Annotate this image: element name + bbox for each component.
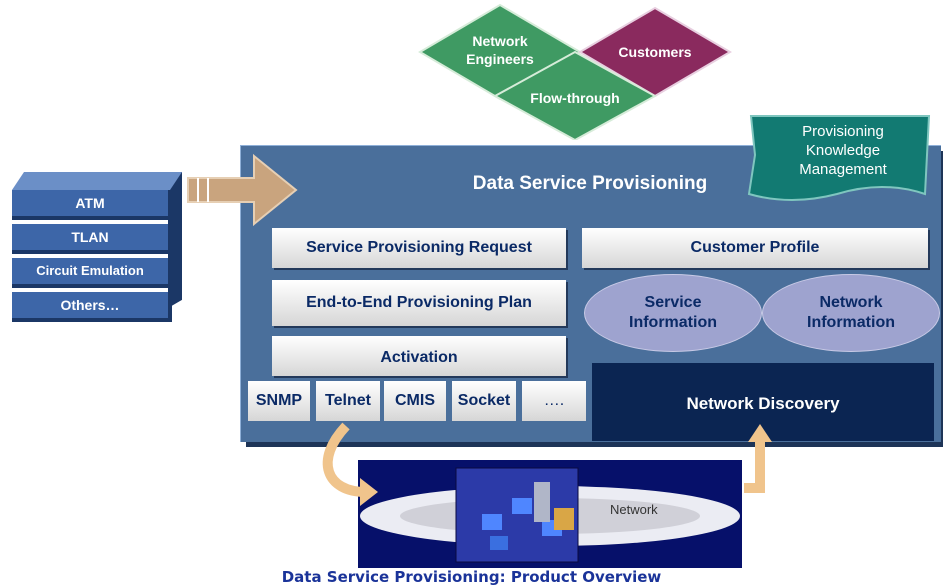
protocol-socket[interactable]: Socket [452, 381, 516, 421]
flow-arrows [322, 422, 772, 506]
protocol-more[interactable]: …. [522, 381, 586, 421]
stack-side [168, 171, 182, 308]
protocol-cmis[interactable]: CMIS [384, 381, 446, 421]
network-information-label: Network Information [807, 294, 895, 331]
stack-item-tlan: TLAN [12, 224, 168, 250]
flow-through-diamond [492, 50, 658, 140]
input-arrow-icon [187, 153, 298, 227]
network-label: Network [610, 502, 658, 517]
service-information-ellipse[interactable]: Service Information [584, 274, 762, 352]
network-information-ellipse[interactable]: Network Information [762, 274, 940, 352]
service-provisioning-request-bar[interactable]: Service Provisioning Request [272, 228, 566, 268]
service-information-label: Service Information [629, 294, 717, 331]
customer-profile-bar[interactable]: Customer Profile [582, 228, 928, 268]
customers-label: Customers [618, 44, 692, 60]
flow-through-label: Flow-through [530, 90, 620, 106]
protocol-telnet[interactable]: Telnet [316, 381, 380, 421]
provisioning-plan-bar[interactable]: End-to-End Provisioning Plan [272, 280, 566, 326]
panel-title: Data Service Provisioning [472, 173, 708, 194]
activation-bar[interactable]: Activation [272, 336, 566, 376]
knowledge-banner-label: Provisioning Knowledge Management [799, 123, 887, 178]
knowledge-banner-shape [747, 115, 931, 201]
stack-top [12, 172, 182, 190]
protocol-snmp[interactable]: SNMP [248, 381, 310, 421]
footer-caption: Data Service Provisioning: Product Overv… [281, 568, 662, 586]
network-cloud-icon [360, 467, 740, 563]
role-diamonds [418, 3, 732, 140]
stack-item-others: Others… [12, 292, 168, 318]
stack-item-circuit-emulation: Circuit Emulation [12, 258, 168, 284]
network-engineers-label: Network Engineers [466, 33, 534, 67]
stack-item-atm: ATM [12, 190, 168, 216]
network-discovery-box[interactable]: Network Discovery [592, 363, 934, 441]
